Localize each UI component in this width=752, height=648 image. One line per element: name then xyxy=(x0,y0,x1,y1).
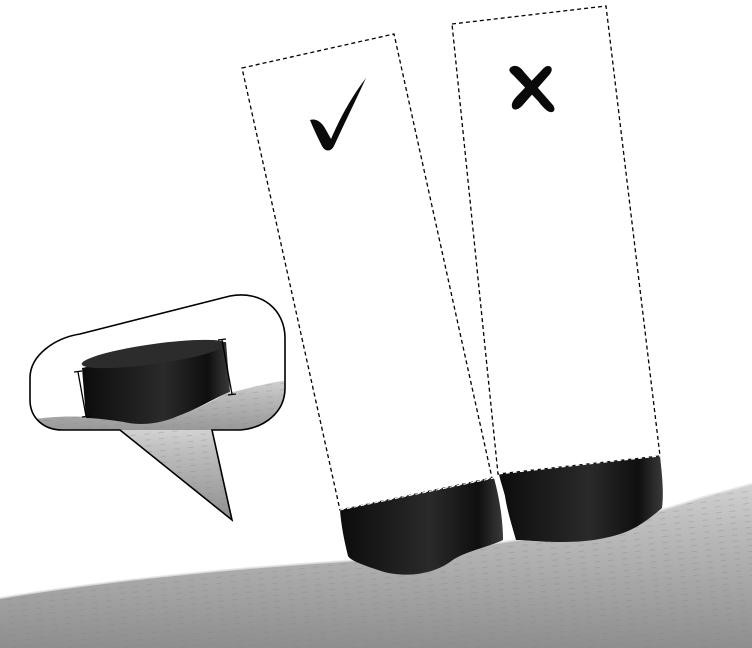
height-marker-left xyxy=(73,370,91,418)
x-icon xyxy=(509,65,555,113)
magnified-callout xyxy=(29,294,286,523)
correct-outline-box xyxy=(241,33,493,511)
height-marker-right xyxy=(217,338,237,396)
correct-part-base xyxy=(340,478,503,575)
correct-orientation-part xyxy=(241,33,503,575)
check-icon xyxy=(310,78,366,151)
incorrect-orientation-part xyxy=(451,5,663,542)
incorrect-outline-box xyxy=(451,5,661,475)
incorrect-part-base xyxy=(499,456,663,542)
